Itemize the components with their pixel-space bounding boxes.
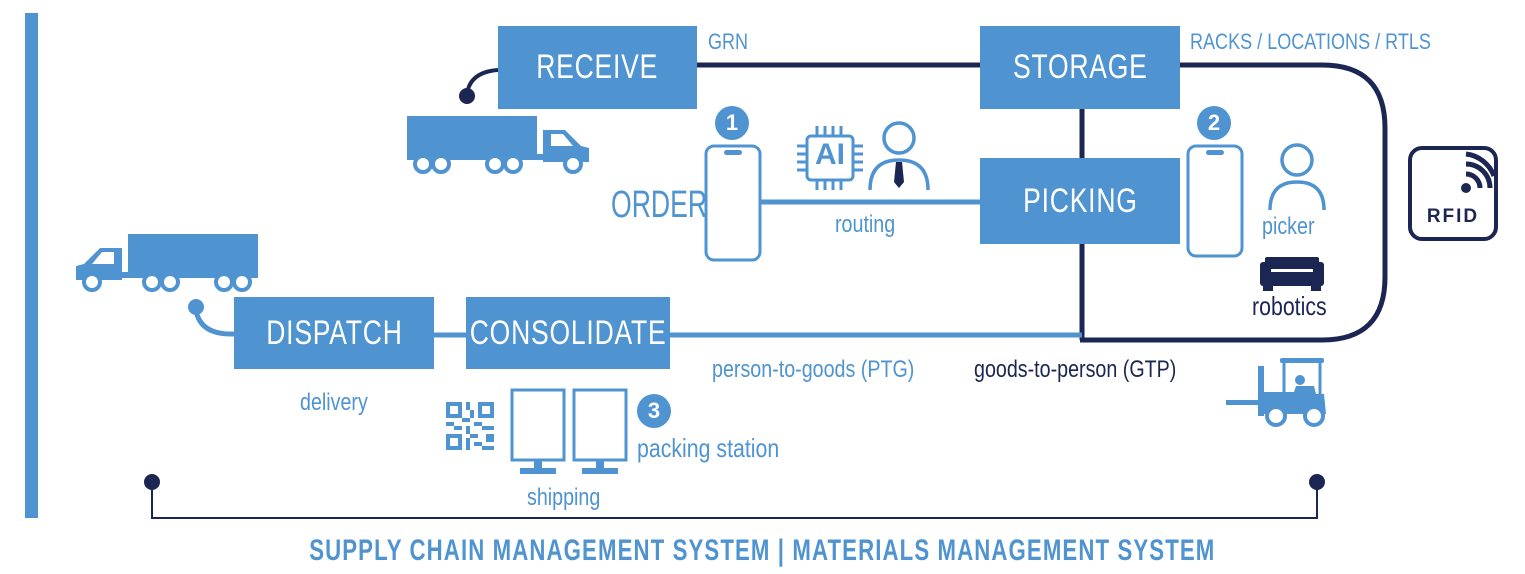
racks-label: RACKS / LOCATIONS / RTLS [1190,29,1431,54]
step-3-badge: 3 [637,394,671,428]
routing-label: routing [835,211,896,238]
person-icon [868,121,930,191]
footer-title: SUPPLY CHAIN MANAGEMENT SYSTEM | MATERIA… [309,534,1216,567]
forklift-icon [1226,358,1326,427]
delivery-label: delivery [300,389,368,416]
consolidate-box: CONSOLIDATE [466,297,670,369]
dispatch-box: DISPATCH [234,297,434,369]
step-2-badge: 2 [1197,106,1231,140]
storage-box: STORAGE [980,26,1180,109]
truck-icon [76,234,258,292]
receive-box: RECEIVE [498,26,697,109]
monitor-icon [510,388,566,474]
ptg-label: person-to-goods (PTG) [712,356,915,383]
truck-icon [407,116,589,174]
grn-label: GRN [708,29,749,54]
robotics-label: robotics [1252,291,1327,321]
gtp-label: goods-to-person (GTP) [974,356,1177,383]
smartphone-icon [1186,144,1244,258]
packing-station-label: packing station [637,433,780,463]
person-icon [1268,143,1326,211]
picking-box: PICKING [980,158,1180,244]
qr-code-icon [446,402,494,450]
ai-chip-icon: AI [795,124,867,192]
ai-chip-text: AI [815,138,845,171]
smartphone-icon [704,144,762,262]
left-accent-bar [25,13,38,518]
order-label: ORDER [611,184,708,226]
monitor-icon [572,388,628,474]
robot-icon [1260,257,1324,291]
rfid-icon: RFID [1408,146,1498,241]
picker-label: picker [1262,213,1315,240]
rfid-text: RFID [1426,206,1480,227]
step-1-badge: 1 [715,106,749,140]
shipping-label: shipping [527,484,601,511]
